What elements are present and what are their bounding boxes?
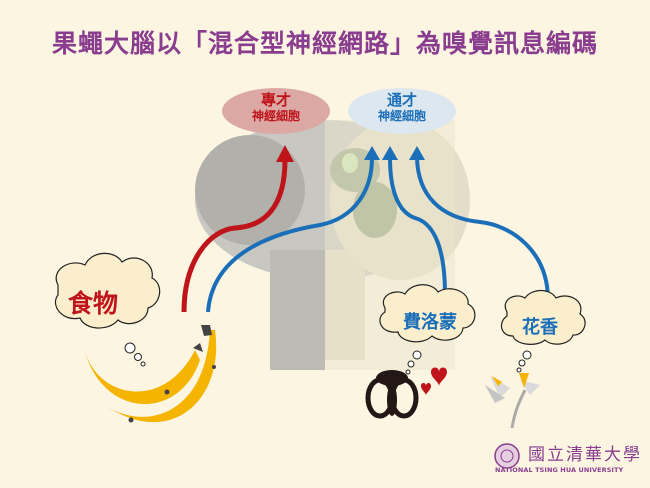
specialist-sublabel: 神經細胞	[251, 109, 300, 123]
food-thought-cloud	[54, 252, 161, 367]
blue-arrow-food-to-generalist	[206, 146, 380, 313]
blue-arrow-flower-to-generalist	[409, 146, 550, 301]
specialist-neuron-bubble: 專才 神經細胞	[222, 88, 330, 134]
blue-arrow-pheromone-to-generalist	[382, 146, 447, 296]
fly-icon	[365, 370, 419, 419]
pheromone-label: 費洛蒙	[403, 312, 457, 333]
pheromone-thought-cloud	[379, 284, 476, 375]
red-arrow-food-to-specialist	[181, 145, 294, 313]
generalist-label: 通才	[386, 91, 417, 109]
university-name-chinese: 國立清華大學	[528, 445, 642, 465]
flower-thought-cloud	[500, 289, 586, 373]
food-label: 食物	[67, 289, 118, 318]
university-name-english: NATIONAL TSING HUA UNIVERSITY	[495, 466, 624, 474]
heart-icons	[421, 367, 447, 395]
generalist-sublabel: 神經細胞	[377, 109, 426, 123]
specialist-label: 專才	[260, 91, 291, 109]
banana-icon	[85, 325, 217, 423]
diagram-title: 果蠅大腦以「混合型神經網路」為嗅覺訊息編碼	[51, 29, 598, 58]
university-logo: 國立清華大學 NATIONAL TSING HUA UNIVERSITY	[493, 440, 650, 480]
generalist-neuron-bubble: 通才 神經細胞	[348, 88, 456, 134]
flower-scent-label: 花香	[522, 317, 558, 338]
flower-icon	[485, 373, 540, 429]
university-seal-icon	[494, 443, 520, 469]
